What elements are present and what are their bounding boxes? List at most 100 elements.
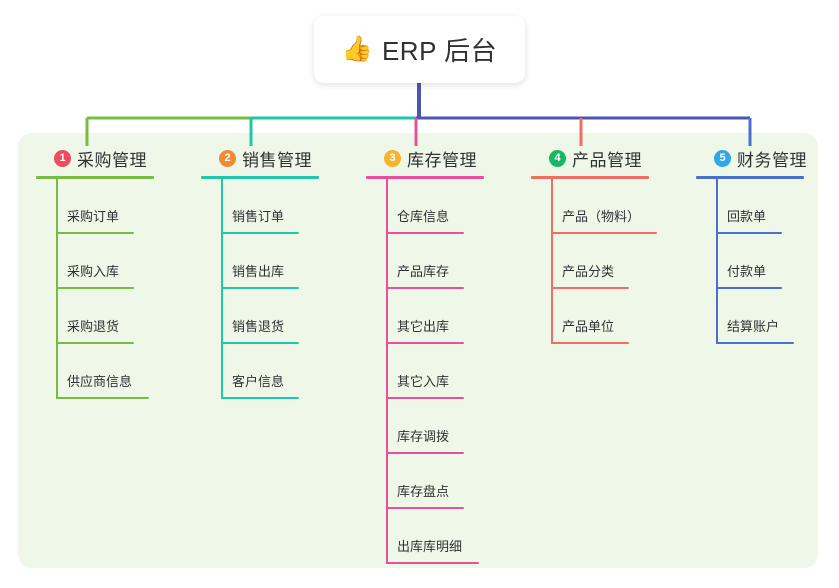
branch-body-4: 产品（物料） 产品分类产品单位 — [531, 179, 681, 344]
branch-column-1: 1 采购管理采购订单采购入库采购退货供应商信息 — [36, 146, 186, 399]
leaf-item[interactable]: 供应商信息 — [36, 344, 186, 399]
branch-title-5: 财务管理 — [737, 150, 807, 170]
leaf-item-rule — [551, 232, 657, 234]
leaf-item-label: 产品（物料） — [562, 209, 641, 224]
leaf-item[interactable]: 采购订单 — [36, 179, 186, 234]
leaf-item-rule — [386, 507, 464, 509]
leaf-item[interactable]: 销售出库 — [201, 234, 351, 289]
leaf-item[interactable]: 仓库信息 — [366, 179, 516, 234]
branch-body-3: 仓库信息产品库存其它出库其它入库库存调拨库存盘点出库库明细 — [366, 179, 516, 564]
leaf-item-label: 销售出库 — [232, 264, 285, 279]
leaf-item-label: 客户信息 — [232, 374, 285, 389]
branch-title-3: 库存管理 — [407, 150, 477, 170]
branch-header-3[interactable]: 3 库存管理 — [366, 146, 516, 170]
leaf-item[interactable]: 其它入库 — [366, 344, 516, 399]
leaf-item-rule — [221, 232, 299, 234]
leaf-item-label: 其它入库 — [397, 374, 450, 389]
leaf-item[interactable]: 客户信息 — [201, 344, 351, 399]
leaf-item-label: 回款单 — [727, 209, 767, 224]
branch-title-4: 产品管理 — [572, 150, 642, 170]
leaf-item[interactable]: 产品（物料） — [531, 179, 681, 234]
branch-rule-3 — [366, 176, 484, 179]
leaf-item-label: 出库库明细 — [397, 539, 463, 554]
leaf-item-rule — [221, 342, 299, 344]
leaf-item-rule — [716, 287, 782, 289]
branch-body-5: 回款单付款单结算账户 — [696, 179, 836, 344]
thumbs-up-icon: 👍 — [341, 35, 373, 63]
leaf-item-label: 销售退货 — [232, 319, 285, 334]
branch-header-1[interactable]: 1 采购管理 — [36, 146, 186, 170]
root-node[interactable]: 👍 ERP 后台 — [314, 16, 525, 83]
leaf-item-label: 产品单位 — [562, 319, 615, 334]
leaf-item[interactable]: 回款单 — [696, 179, 836, 234]
leaf-item-rule — [56, 397, 149, 399]
leaf-item[interactable]: 库存调拨 — [366, 399, 516, 454]
leaf-item-rule — [221, 287, 299, 289]
branch-badge-5: 5 — [714, 149, 731, 167]
branch-spine-3 — [386, 179, 388, 564]
root-node-title: ERP 后台 — [381, 36, 498, 66]
leaf-item-rule — [716, 232, 782, 234]
branch-spine-5 — [716, 179, 718, 344]
leaf-item-label: 库存调拨 — [397, 429, 450, 444]
diagram-background-panel — [18, 133, 818, 568]
leaf-item-label: 产品库存 — [397, 264, 450, 279]
branch-body-1: 采购订单采购入库采购退货供应商信息 — [36, 179, 186, 399]
leaf-item-rule — [551, 342, 629, 344]
branch-rule-4 — [531, 176, 649, 179]
leaf-item-label: 其它出库 — [397, 319, 450, 334]
leaf-item-label: 产品分类 — [562, 264, 615, 279]
leaf-item-rule — [386, 287, 464, 289]
branch-column-5: 5 财务管理回款单付款单结算账户 — [696, 146, 836, 344]
leaf-item-rule — [386, 452, 464, 454]
leaf-item[interactable]: 结算账户 — [696, 289, 836, 344]
branch-spine-2 — [221, 179, 223, 399]
branch-badge-3: 3 — [384, 149, 401, 167]
leaf-item-rule — [716, 342, 794, 344]
branch-body-2: 销售订单销售出库销售退货客户信息 — [201, 179, 351, 399]
leaf-item-rule — [56, 287, 134, 289]
branch-header-2[interactable]: 2 销售管理 — [201, 146, 351, 170]
branch-badge-2: 2 — [219, 149, 236, 167]
branch-title-2: 销售管理 — [242, 150, 312, 170]
leaf-item-label: 库存盘点 — [397, 484, 450, 499]
leaf-item[interactable]: 付款单 — [696, 234, 836, 289]
leaf-item-label: 仓库信息 — [397, 209, 450, 224]
leaf-item[interactable]: 产品分类 — [531, 234, 681, 289]
leaf-item-rule — [386, 232, 464, 234]
leaf-item[interactable]: 采购入库 — [36, 234, 186, 289]
leaf-item-label: 结算账户 — [727, 319, 780, 334]
branch-column-2: 2 销售管理销售订单销售出库销售退货客户信息 — [201, 146, 351, 399]
leaf-item[interactable]: 产品库存 — [366, 234, 516, 289]
leaf-item-label: 采购退货 — [67, 319, 120, 334]
leaf-item[interactable]: 销售订单 — [201, 179, 351, 234]
leaf-item-label: 销售订单 — [232, 209, 285, 224]
branch-rule-1 — [36, 176, 154, 179]
leaf-item-label: 付款单 — [727, 264, 767, 279]
branch-spine-4 — [551, 179, 553, 344]
branch-spine-1 — [56, 179, 58, 399]
leaf-item-rule — [386, 342, 464, 344]
leaf-item[interactable]: 采购退货 — [36, 289, 186, 344]
leaf-item[interactable]: 库存盘点 — [366, 454, 516, 509]
leaf-item-label: 采购入库 — [67, 264, 120, 279]
leaf-item-rule — [386, 397, 464, 399]
leaf-item[interactable]: 销售退货 — [201, 289, 351, 344]
branch-rule-2 — [201, 176, 319, 179]
leaf-item[interactable]: 其它出库 — [366, 289, 516, 344]
leaf-item-rule — [386, 562, 479, 564]
leaf-item-rule — [221, 397, 299, 399]
branch-title-1: 采购管理 — [77, 150, 147, 170]
branch-header-5[interactable]: 5 财务管理 — [696, 146, 836, 170]
leaf-item-label: 采购订单 — [67, 209, 120, 224]
leaf-item-label: 供应商信息 — [67, 374, 133, 389]
branch-rule-5 — [696, 176, 804, 179]
leaf-item[interactable]: 产品单位 — [531, 289, 681, 344]
branch-badge-1: 1 — [54, 149, 71, 167]
leaf-item[interactable]: 出库库明细 — [366, 509, 516, 564]
leaf-item-rule — [56, 342, 134, 344]
branch-column-3: 3 库存管理仓库信息产品库存其它出库其它入库库存调拨库存盘点出库库明细 — [366, 146, 516, 564]
